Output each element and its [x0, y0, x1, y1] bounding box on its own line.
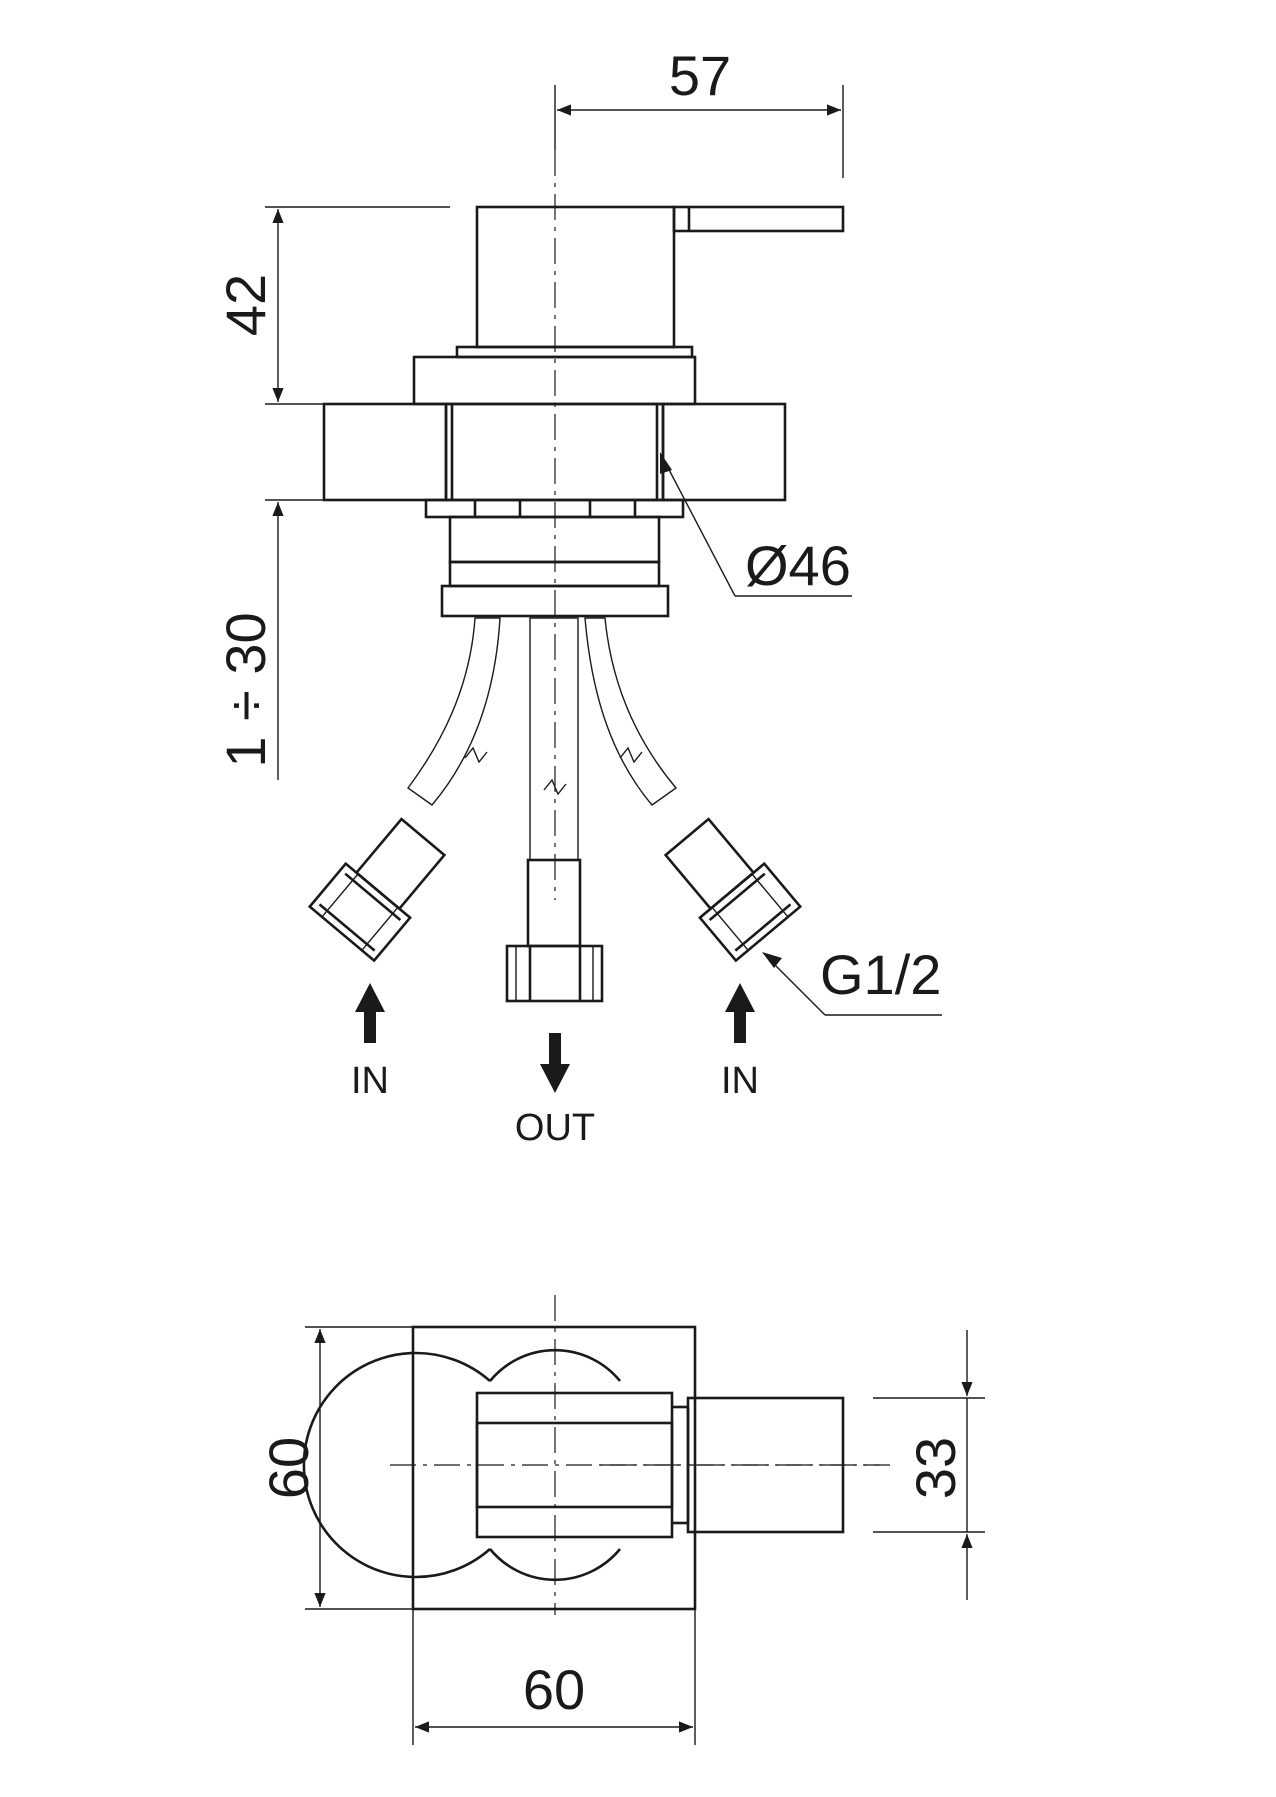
dim-label-lever: 33 [904, 1437, 967, 1499]
flow-arrows: IN OUT IN [351, 983, 759, 1149]
arrow-up-left-icon [355, 983, 385, 1043]
fitting-left [307, 817, 447, 963]
arrow-up-right-icon [725, 983, 755, 1043]
round-body-left [302, 1351, 491, 1579]
valve-body [424, 498, 685, 618]
cover-plate [411, 1325, 697, 1611]
fitting-center [505, 858, 604, 1003]
flow-label-in-right: IN [721, 1060, 759, 1102]
top-view: 60 60 33 [257, 1295, 985, 1745]
dim-label-top-height: 60 [257, 1437, 320, 1499]
dimension-height-42: 42 [214, 206, 450, 405]
flow-label-out: OUT [515, 1107, 595, 1149]
hose-center [529, 617, 579, 861]
dimension-top-height-60: 60 [257, 1326, 413, 1610]
front-view: 57 [214, 44, 942, 1149]
dim-label-thread: G1/2 [820, 943, 941, 1006]
hoses [407, 617, 678, 861]
fitting-right [663, 817, 803, 963]
flow-label-in-left: IN [351, 1060, 389, 1102]
dim-label-diameter: Ø46 [745, 534, 851, 597]
handle [412, 205, 845, 406]
handle-top [475, 1391, 880, 1539]
dim-label-57: 57 [669, 44, 731, 107]
dimension-width-57: 57 [554, 44, 844, 178]
arrow-down-center-icon [540, 1033, 570, 1093]
dim-label-42: 42 [214, 274, 277, 336]
dimension-thread-g12: G1/2 [762, 943, 942, 1016]
dim-label-wall-range: 1 ÷ 30 [214, 612, 277, 767]
dimension-top-width-60: 60 [412, 1609, 696, 1745]
hose-right [584, 617, 678, 806]
hose-left [407, 617, 501, 806]
dim-label-top-width: 60 [523, 1658, 585, 1721]
dimension-lever-33: 33 [873, 1330, 985, 1600]
dimension-diameter-46: Ø46 [660, 452, 852, 597]
dimension-wall-range: 1 ÷ 30 [214, 499, 324, 780]
